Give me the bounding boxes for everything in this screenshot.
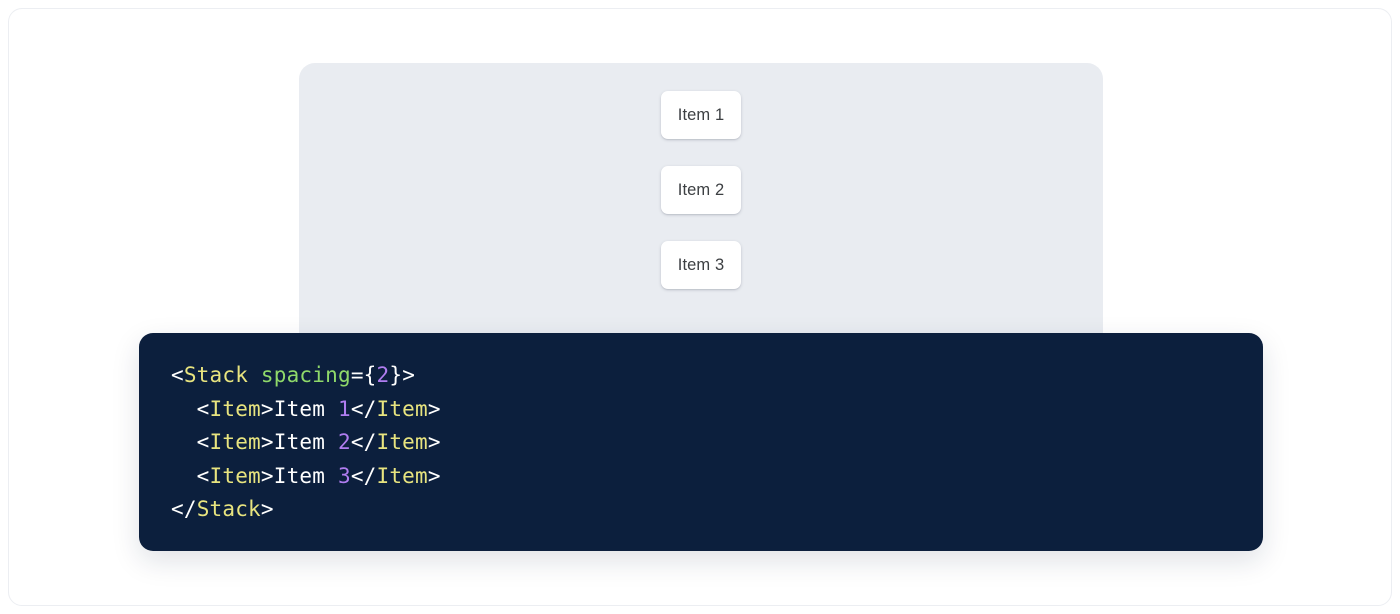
stack-container: Item 1 Item 2 Item 3 [299,63,1103,289]
code-token-text: Item [273,463,338,488]
code-token-tag: Item [209,463,261,488]
code-token-tag: Item [376,396,428,421]
code-token-punct: > [260,396,274,421]
code-token-punct: > [260,497,274,522]
code-token-punct: </ [350,396,377,421]
code-token-punct: > [427,463,441,488]
code-token-punct: = [350,363,364,387]
code-token-attr: spacing [260,363,351,387]
code-token-text: Item [273,396,338,421]
code-token-num: 2 [337,430,351,455]
code-token-punct: > [260,463,274,488]
code-token-tag: Item [209,396,261,421]
code-token-punct: > [427,430,441,455]
code-token-punct: > [427,396,441,421]
code-token-text: Item [273,430,338,455]
code-token-num: 1 [337,396,351,421]
code-token-tag: Item [209,430,261,455]
code-line: <Item>Item 2</Item> [171,426,1263,460]
code-token-punct: < [171,363,184,387]
code-token-punct: < [171,463,210,488]
code-token-punct: </ [350,463,377,488]
code-token-tag: Item [376,430,428,455]
component-preview-surface: Item 1 Item 2 Item 3 [299,63,1103,355]
code-token-punct: </ [350,430,377,455]
code-token-punct [248,363,261,387]
code-token-punct: < [171,430,210,455]
code-token-num: 3 [337,463,351,488]
stack-item[interactable]: Item 2 [661,166,741,214]
code-token-tag: Stack [183,363,249,387]
code-token-punct: } [389,363,403,387]
code-line: <Item>Item 3</Item> [171,460,1263,494]
code-token-punct: < [171,396,210,421]
code-line: </Stack> [171,493,1263,527]
stack-item[interactable]: Item 3 [661,241,741,289]
code-snippet-text: <Stack spacing={2}> <Item>Item 1</Item> … [171,359,1263,527]
code-token-punct: </ [171,497,197,522]
code-line: <Item>Item 1</Item> [171,393,1263,427]
code-line: <Stack spacing={2}> [171,359,1263,393]
code-token-tag: Item [376,463,428,488]
code-snippet-block[interactable]: <Stack spacing={2}> <Item>Item 1</Item> … [139,333,1263,551]
code-token-punct: { [363,363,377,387]
code-token-punct: > [402,363,416,387]
code-token-punct: > [260,430,274,455]
stack-item[interactable]: Item 1 [661,91,741,139]
code-token-num: 2 [376,363,390,387]
code-token-tag: Stack [196,497,261,522]
